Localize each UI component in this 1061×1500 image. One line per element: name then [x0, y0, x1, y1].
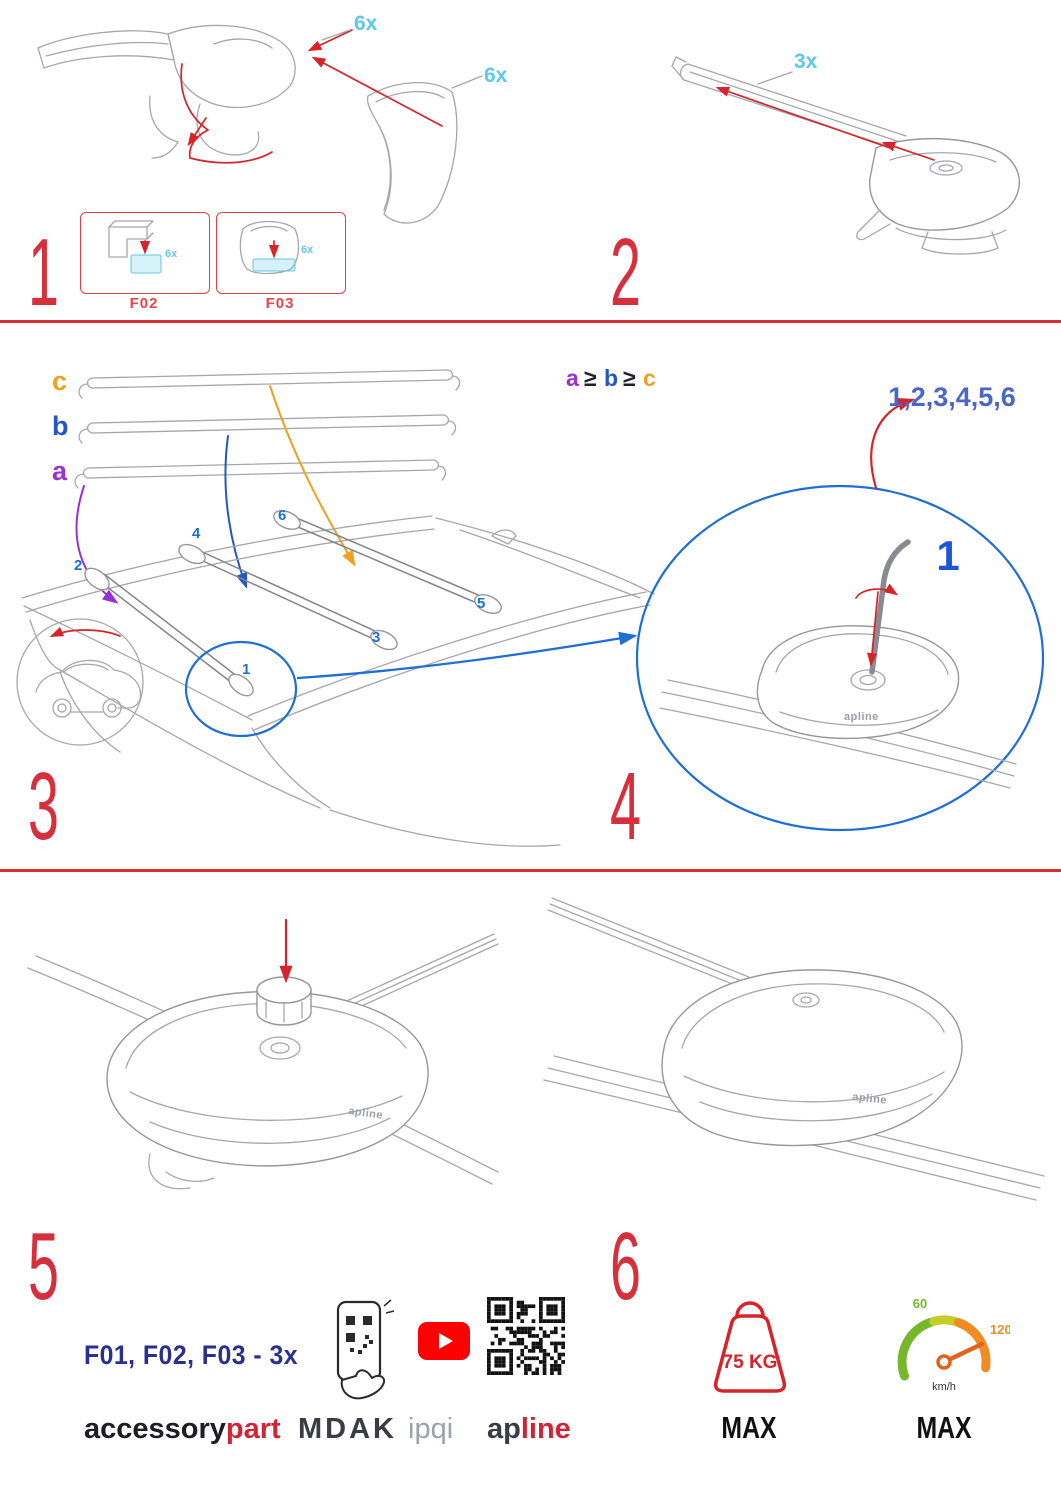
phone-scan-icon [336, 1299, 395, 1400]
rule-gte-2: ≥ [623, 365, 636, 391]
bar-label-b: b [52, 411, 69, 441]
bar-label-a: a [52, 456, 68, 486]
max-weight-icon: 75 KG [713, 1301, 787, 1393]
sequence-arrow [870, 397, 916, 490]
part-code-f03: F03 [265, 295, 295, 312]
leader-line [321, 29, 351, 41]
zoom-connector-arrow [296, 631, 638, 680]
step-number-4: 4 [610, 753, 641, 860]
brand-apline: apline [487, 1413, 571, 1446]
rotate-arrow [855, 583, 899, 599]
qty-label-f02: 6x [165, 248, 178, 260]
step-number-6: 6 [610, 1213, 641, 1320]
step2-arrows [715, 86, 935, 161]
brand-accessory-text: accessory [84, 1413, 226, 1445]
weight-max-label: MAX [721, 1410, 777, 1445]
allen-key [869, 539, 911, 675]
speed-unit-label: km/h [932, 1381, 956, 1393]
roof-position-3: 3 [372, 629, 380, 646]
foot-logo-text: apline [348, 1105, 384, 1122]
step1-highlight-and-arrows [180, 29, 443, 164]
step-number-2: 2 [610, 219, 641, 326]
section-divider-bottom [0, 869, 1061, 872]
rule-c: c [643, 365, 656, 391]
weight-limit-value: 75 KG [723, 1352, 778, 1373]
torque-parts-codes: F01, F02, F03 - 3x [84, 1340, 299, 1370]
part-code-f02: F02 [129, 295, 159, 312]
foot-1-highlight-circle [184, 640, 298, 738]
curve-b-to-roof [224, 435, 248, 589]
brand-line-text: line [520, 1413, 571, 1445]
roof-position-4: 4 [192, 525, 201, 542]
speed-max-label: MAX [916, 1410, 972, 1445]
curve-a-to-roof [75, 485, 119, 604]
brand-ipqi: ipqi [408, 1413, 454, 1445]
step-number-3: 3 [28, 753, 59, 860]
direction-arrow [49, 626, 121, 638]
roof-position-2: 2 [74, 557, 82, 574]
brand-accessorypart: accessorypart [84, 1413, 281, 1446]
torque-step-number: 1 [936, 532, 959, 579]
qty-label-bars: 3x [794, 50, 818, 73]
steps-5-6-drawing: apline apline [27, 897, 1045, 1201]
curve-c-to-roof [269, 385, 356, 567]
rule-a: a [566, 365, 579, 391]
tightening-sequence: 1,2,3,4,5,6 [888, 382, 1016, 412]
roof-position-6: 6 [278, 507, 286, 524]
foot-open-drawing: apline [27, 918, 499, 1190]
part-box-f02: 6x [80, 212, 210, 294]
foot-closed-drawing: apline [543, 897, 1045, 1201]
crossbar-b-drawing [78, 414, 457, 444]
leader-line [757, 71, 793, 85]
brand-part-text: part [225, 1413, 281, 1445]
qr-modules [487, 1297, 565, 1375]
roof-position-1: 1 [242, 661, 250, 678]
step-number-1: 1 [28, 219, 59, 326]
bar-label-c: c [52, 366, 67, 396]
rule-gte-1: ≥ [584, 365, 597, 391]
foot-exploded-drawing [37, 24, 296, 159]
speed-limit-icon: 60 120 km/h [897, 1296, 1010, 1393]
f03-mini-drawing: 6x [239, 220, 314, 275]
brand-mdak: MDAK [298, 1413, 397, 1445]
zoom-circle [635, 484, 1045, 832]
roof-position-5: 5 [477, 595, 485, 612]
qty-label-cover: 6x [354, 12, 378, 35]
steps-3-4-drawing: c b a a ≥ b ≥ c [16, 365, 1045, 847]
press-arrow [866, 591, 879, 667]
cover-part-drawing [366, 82, 458, 224]
step-number-5: 5 [28, 1213, 59, 1320]
youtube-icon [418, 1322, 470, 1360]
f02-mini-drawing: 6x [108, 220, 178, 274]
section-divider-top [0, 320, 1061, 323]
foot-logo-text: apline [844, 711, 879, 723]
speed-max-value-label: 120 [990, 1322, 1010, 1337]
qty-label-pad: 6x [484, 64, 508, 87]
steps-1-2-drawing: 6x 6x 3x [37, 12, 1021, 255]
qr-code [487, 1297, 565, 1375]
tightening-zoom-view: apline [635, 484, 1045, 832]
speed-min-label: 60 [913, 1296, 927, 1311]
crossbar-a-drawing [74, 459, 447, 489]
crossbar-drawing [671, 56, 1021, 255]
part-box-f03: 6x [216, 212, 346, 294]
size-rule: a ≥ b ≥ c [566, 365, 656, 391]
mounted-crossbars [84, 510, 502, 697]
crossbar-c-drawing [78, 369, 461, 399]
leader-line [451, 75, 483, 89]
car-direction-inset [16, 618, 144, 746]
brand-ap-text: ap [487, 1413, 521, 1445]
car-roof-drawing [21, 515, 655, 847]
rule-b: b [604, 365, 618, 391]
foot-logo-text: apline [852, 1091, 888, 1107]
qty-label-f03: 6x [301, 244, 314, 256]
